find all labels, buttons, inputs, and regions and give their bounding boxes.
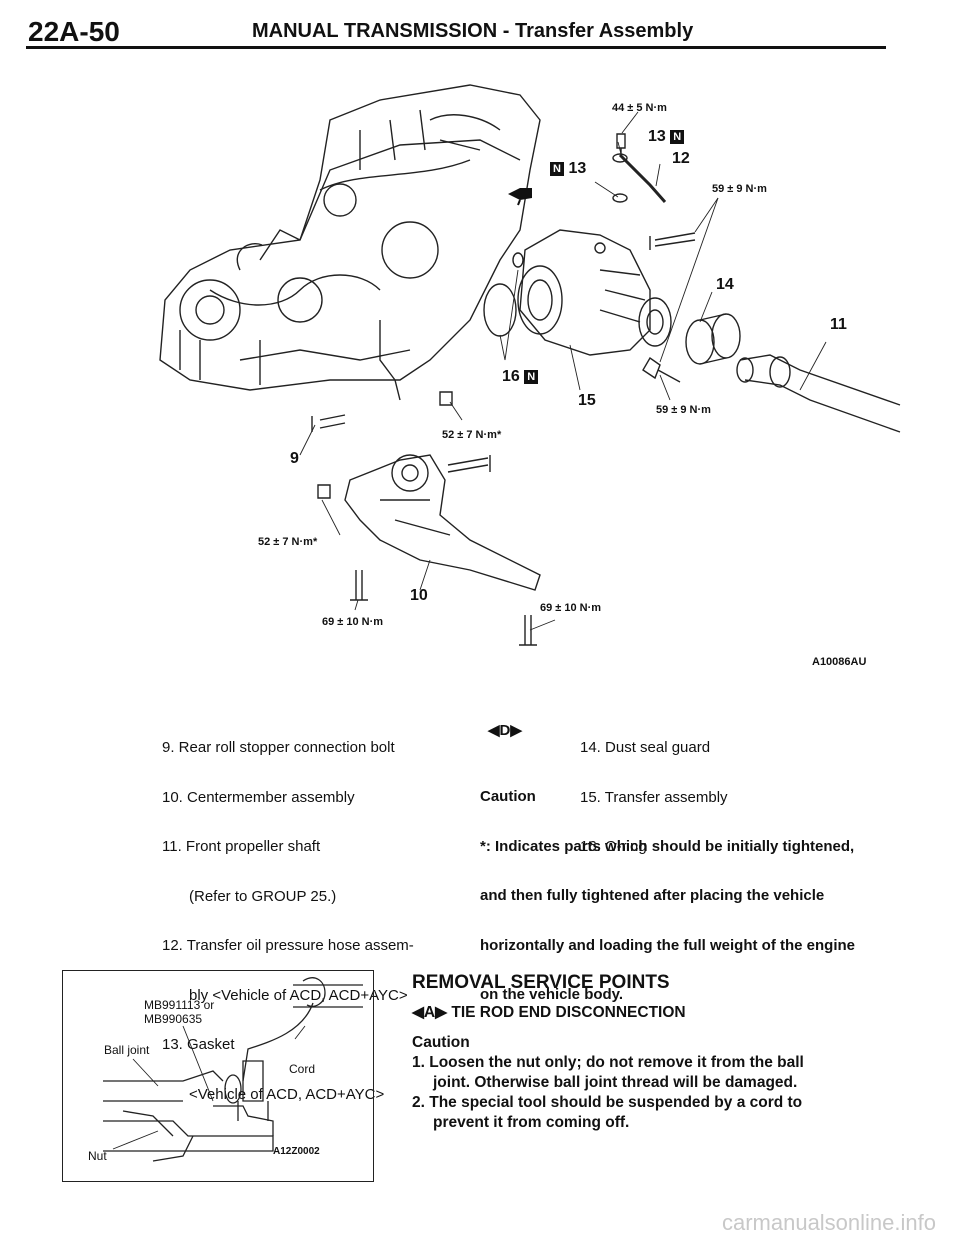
o-ring xyxy=(483,283,517,337)
callout-13-upper-text: 13 xyxy=(648,128,666,145)
n-mark-icon: N xyxy=(550,161,564,176)
n-mark-icon: N xyxy=(670,129,685,144)
caution-line: on the vehicle body. xyxy=(480,986,624,1003)
callout-11: 11 xyxy=(830,316,847,333)
bolt-69-right xyxy=(519,615,537,646)
legend-item-11-ref: (Refer to GROUP 25.) xyxy=(189,887,337,905)
caution-line: and then fully tightened after placing t… xyxy=(480,887,825,904)
figure-code: A10086AU xyxy=(812,656,867,668)
service-subheading: ◀A▶ TIE ROD END DISCONNECTION xyxy=(412,1003,686,1022)
caution-line: horizontally and loading the full weight… xyxy=(480,936,855,954)
service-marker-d: ◀D▶ xyxy=(488,722,522,739)
callout-10: 10 xyxy=(410,587,428,604)
oil-pressure-hose xyxy=(618,153,667,203)
callout-16-text: 16 xyxy=(502,368,520,385)
callout-14: 14 xyxy=(716,276,734,293)
callout-9: 9 xyxy=(290,450,299,467)
inset-nut-label: Nut xyxy=(88,1149,107,1163)
service-item-1-cont: joint. Otherwise ball joint thread will … xyxy=(433,1074,798,1091)
service-item-1: 1. Loosen the nut only; do not remove it… xyxy=(412,1054,804,1071)
page-number: 22A-50 xyxy=(28,16,120,47)
legend-right: 14. Dust seal guard 15. Transfer assembl… xyxy=(580,707,728,872)
propeller-shaft xyxy=(736,354,901,433)
callout-13-upper: 13 N xyxy=(648,128,685,146)
dust-seal-guard xyxy=(685,313,741,365)
service-caution-title: Caution xyxy=(412,1034,470,1051)
legend-item-15: 15. Transfer assembly xyxy=(580,788,728,806)
gasket-bottom xyxy=(612,193,628,203)
legend-item-13: 13. Gasket xyxy=(162,1036,235,1053)
gasket-top xyxy=(612,153,628,163)
inset-tool-code-2: MB990635 xyxy=(144,1012,203,1026)
bolt-lower xyxy=(642,356,681,383)
callout-16: 16 N xyxy=(502,368,539,386)
nut-lower xyxy=(317,484,331,499)
centermember xyxy=(344,454,541,591)
inset-cord-label: Cord xyxy=(289,1062,316,1076)
engine-block xyxy=(159,84,541,401)
torque-69-right: 69 ± 10 N·m xyxy=(540,602,602,614)
legend-item-16: 16. O-ring xyxy=(580,838,647,855)
service-subheading-text: TIE ROD END DISCONNECTION xyxy=(451,1004,686,1021)
callout-13-lower: N 13 xyxy=(550,160,586,178)
legend-caution: Caution *: Indicates parts which should … xyxy=(480,756,855,1020)
small-seal xyxy=(512,252,524,268)
inset-tool-code-1: MB991113 or xyxy=(144,998,215,1012)
footer-watermark: carmanualsonline.info xyxy=(721,1210,936,1235)
legend-item-10: 10. Centermember assembly xyxy=(162,788,355,806)
hose-bolt xyxy=(616,133,626,156)
exploded-diagram xyxy=(159,84,901,646)
callout-13-lower-text: 13 xyxy=(568,160,587,177)
inset-leader-lines xyxy=(112,1025,306,1150)
bolt-upper xyxy=(649,232,696,250)
bolt-69-left xyxy=(350,570,368,601)
callout-15: 15 xyxy=(578,392,596,409)
torque-52-lower: 52 ± 7 N·m* xyxy=(258,536,318,548)
inset-figure: MB991113 or MB990635 Ball joint Cord Nut… xyxy=(62,970,374,1182)
page-title: MANUAL TRANSMISSION - Transfer Assembly xyxy=(252,20,694,42)
legend-left: 9. Rear roll stopper connection bolt 10.… xyxy=(162,707,414,1120)
caution-title: Caution xyxy=(480,788,536,805)
service-marker-a: ◀A▶ xyxy=(412,1004,448,1021)
section-heading: REMOVAL SERVICE POINTS xyxy=(412,972,670,993)
caution-line: *: Indicates parts which should be initi… xyxy=(480,837,855,855)
bolt-crossmember xyxy=(447,455,491,473)
bolt-9 xyxy=(311,414,346,432)
legend-item-11: 11. Front propeller shaft xyxy=(162,838,321,855)
header-rule xyxy=(26,46,886,49)
torque-52-upper: 52 ± 7 N·m* xyxy=(442,429,502,441)
callout-12: 12 xyxy=(672,150,690,167)
torque-69-left: 69 ± 10 N·m xyxy=(322,616,384,628)
legend-item-12: 12. Transfer oil pressure hose assem- xyxy=(162,937,414,954)
torque-59-lower: 59 ± 9 N·m xyxy=(656,404,711,416)
inset-figure-code: A12Z0002 xyxy=(273,1146,320,1157)
tie-rod-illustration xyxy=(103,977,363,1162)
legend-item-14: 14. Dust seal guard xyxy=(580,739,711,756)
service-item-2-cont: prevent it from coming off. xyxy=(433,1114,630,1131)
torque-59-upper: 59 ± 9 N·m xyxy=(712,183,767,195)
n-mark-icon: N xyxy=(524,369,539,384)
torque-44: 44 ± 5 N·m xyxy=(612,102,667,114)
legend-item-12-cont: bly <Vehicle of ACD, ACD+AYC> xyxy=(189,986,408,1004)
grease-gun-icon xyxy=(508,188,532,206)
legend-item-13-cont: <Vehicle of ACD, ACD+AYC> xyxy=(189,1085,385,1103)
transfer-assembly xyxy=(517,229,672,356)
legend-item-9: 9. Rear roll stopper connection bolt xyxy=(162,739,395,756)
service-item-2: 2. The special tool should be suspended … xyxy=(412,1094,803,1111)
leader-lines xyxy=(299,111,827,631)
inset-ball-joint-label: Ball joint xyxy=(104,1043,150,1057)
